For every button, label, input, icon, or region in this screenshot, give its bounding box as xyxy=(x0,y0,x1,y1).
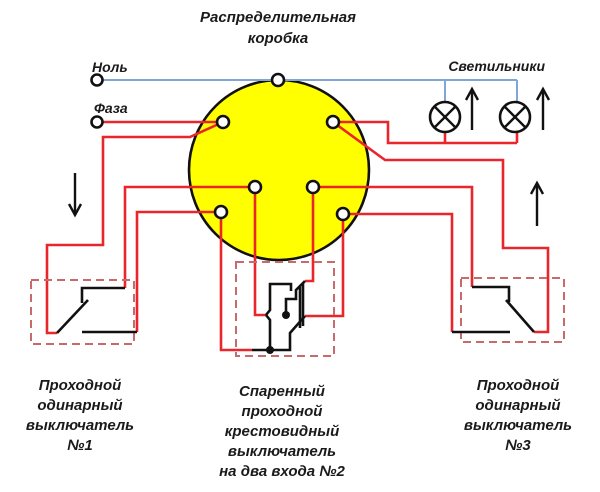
svg-text:выключатель: выключатель xyxy=(26,417,134,434)
arrow-down-icon xyxy=(67,173,83,218)
switch-1-caption: Проходной одинарный выключатель №1 xyxy=(26,377,134,454)
junction-terminals xyxy=(213,72,351,222)
wire-switch-2-c xyxy=(305,187,315,283)
terminal-lamp xyxy=(325,114,341,130)
switch-2-caption: Спаренный проходной крестовидный выключа… xyxy=(219,383,345,480)
terminal-7 xyxy=(335,206,351,222)
svg-text:проходной: проходной xyxy=(242,403,323,420)
wire-switch-2-a xyxy=(219,212,252,352)
svg-text:выключатель: выключатель xyxy=(228,443,336,460)
switch-3 xyxy=(452,277,565,343)
phase-input-terminal xyxy=(90,115,104,129)
switch-2 xyxy=(235,261,335,357)
switch-1 xyxy=(30,279,137,345)
svg-text:одинарный: одинарный xyxy=(475,397,560,414)
switch-3-contact xyxy=(505,299,535,333)
arrow-up-icon xyxy=(529,180,545,226)
wire-switch-3-top xyxy=(313,185,474,287)
wire-switch-3-bottom xyxy=(343,212,454,332)
lamps-label: Светильники xyxy=(448,58,545,74)
terminal-5 xyxy=(305,179,321,195)
phase-label: Фаза xyxy=(94,100,128,116)
svg-text:Спаренный: Спаренный xyxy=(239,383,325,400)
arrow-up-icon xyxy=(535,86,551,130)
terminal-6 xyxy=(213,204,229,220)
switch-2-node-middle xyxy=(282,311,290,319)
junction-box-title-line1: Распределительная xyxy=(200,9,356,26)
svg-text:Проходной: Проходной xyxy=(477,377,560,394)
wire-switch-2-d xyxy=(305,214,345,318)
neutral-input-terminal xyxy=(90,73,104,87)
arrow-up-icon xyxy=(464,86,480,130)
svg-text:крестовидный: крестовидный xyxy=(225,423,339,440)
terminal-4 xyxy=(247,179,263,195)
terminal-neutral xyxy=(270,72,286,88)
wire-switch-1-bottom xyxy=(135,210,221,332)
switch-3-outline xyxy=(460,277,565,343)
svg-text:№3: №3 xyxy=(505,437,531,454)
svg-text:одинарный: одинарный xyxy=(37,397,122,414)
lamp-1 xyxy=(428,100,462,134)
neutral-label: Ноль xyxy=(92,59,128,75)
switch-1-contact xyxy=(56,299,89,334)
svg-text:Проходной: Проходной xyxy=(39,377,122,394)
wire-switch-1-top xyxy=(123,185,255,288)
terminal-phase xyxy=(215,114,231,130)
svg-text:на два входа №2: на два входа №2 xyxy=(219,463,345,480)
junction-box-title-line2: коробка xyxy=(248,30,309,47)
switch-2-outline xyxy=(235,261,335,357)
lamp-2 xyxy=(498,100,532,134)
wire-switch-2-b xyxy=(253,187,266,317)
wire-to-lamps xyxy=(333,120,517,145)
svg-text:выключатель: выключатель xyxy=(464,417,572,434)
svg-text:№1: №1 xyxy=(67,437,93,454)
wire-phase-to-switch-1 xyxy=(45,120,224,335)
wire-switch-3-common xyxy=(332,120,550,334)
switch-3-caption: Проходной одинарный выключатель №3 xyxy=(464,377,572,454)
switch-2-node-bottom xyxy=(266,346,274,354)
switch-1-outline xyxy=(30,279,135,345)
